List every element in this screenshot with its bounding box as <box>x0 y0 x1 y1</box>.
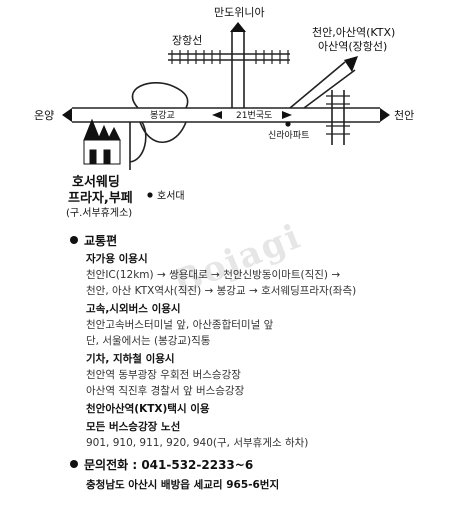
bus-line2: 단, 서울에서는 (봉강교)직통 <box>86 335 211 347</box>
car-route-line1: 천안IC(12km) → 쌍용대로 → 천안신방동이마트(직진) → <box>86 269 341 281</box>
location-map: 만도위니아 장항선 천안,아산역(KTX) 아산역(장항선) 온양 천안 봉강교… <box>34 6 414 219</box>
silla-apt-label: 신라아파트 <box>268 130 309 141</box>
venue-name-line1: 호서웨딩 <box>72 174 120 190</box>
janghangseon-label: 장항선 <box>172 34 202 47</box>
transport-heading: 교통편 <box>70 234 117 248</box>
bus-routes-heading: 모든 버스승강장 노선 <box>86 421 181 433</box>
interchange-loop-upper <box>131 81 189 109</box>
phone-text: 문의전화 : 041-532-2233~6 <box>84 458 254 472</box>
taxi-heading: 천안아산역(KTX)택시 이용 <box>86 403 210 415</box>
route-arrow-right-icon <box>282 111 292 119</box>
bullet-icon <box>70 236 78 244</box>
ktx-road-right <box>303 69 356 109</box>
cheonan-arrow-icon <box>380 108 390 122</box>
car-route-line2: 천안, 아산 KTX역사(직진) → 봉강교 → 호서웨딩프라자(좌측) <box>86 285 357 297</box>
car-heading: 자가용 이용시 <box>86 253 148 265</box>
venue-access-road <box>129 121 147 170</box>
ktx-arrow-icon <box>344 56 358 72</box>
cheonan-asan-ktx-label: 천안,아산역(KTX) <box>312 25 395 39</box>
bus-routes-line: 901, 910, 911, 920, 940(구, 서부휴게소 하차) <box>86 437 309 449</box>
onyang-label: 온양 <box>34 109 54 122</box>
hoseo-univ-label: 호서대 <box>157 190 185 202</box>
train-heading: 기차, 지하철 이용시 <box>86 353 175 365</box>
mandowinia-label: 만도위니아 <box>214 6 265 19</box>
silla-apt-marker-icon <box>285 121 291 127</box>
ktx-road-left <box>289 61 346 109</box>
wedding-hall-castle-icon <box>83 118 121 165</box>
asan-station-label: 아산역(장항선) <box>318 40 387 53</box>
route21-label: 21번국도 <box>236 110 272 121</box>
bus-line1: 천안고속버스터미널 앞, 아산종합터미널 앞 <box>86 319 274 331</box>
interchange-loop-lower <box>139 121 187 144</box>
transport-title: 교통편 <box>84 234 118 248</box>
cheonan-label: 천안 <box>394 108 414 122</box>
north-arrow-icon <box>230 22 246 32</box>
bus-heading: 고속,시외버스 이용시 <box>86 303 181 315</box>
bonggang-bridge-label: 봉강교 <box>150 110 175 121</box>
venue-name-line3: (구.서부휴게소) <box>66 207 132 219</box>
bullet-icon <box>70 460 78 468</box>
onyang-arrow-icon <box>62 108 72 122</box>
contact-phone: 문의전화 : 041-532-2233~6 <box>70 458 253 472</box>
venue-name-line2: 프라자,부페 <box>68 190 133 206</box>
train-line1: 천안역 동부광장 우회전 버스승강장 <box>86 369 241 381</box>
route-arrow-left-icon <box>212 111 222 119</box>
contact-address: 충청남도 아산시 배방읍 세교리 965-6번지 <box>86 479 280 491</box>
train-line2: 아산역 직진후 경찰서 앞 버스승강장 <box>86 385 245 397</box>
janghang-railway <box>168 50 350 135</box>
hoseo-univ-marker-icon <box>147 192 153 198</box>
